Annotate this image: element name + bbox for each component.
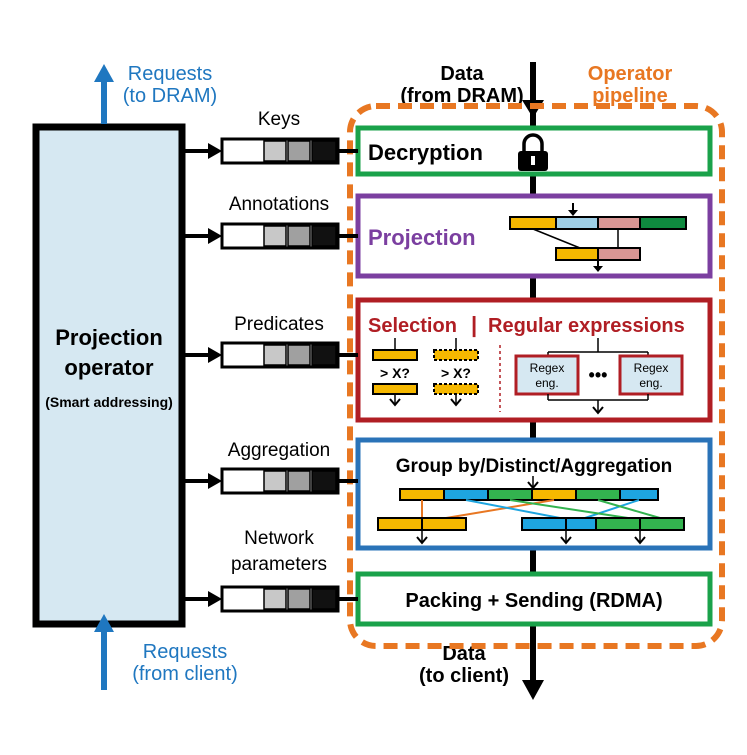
queues-group: KeysAnnotationsPredicatesAggregationNetw… (182, 109, 358, 613)
data-out-arrowhead (522, 680, 544, 700)
queue-label-3: Aggregation (228, 440, 330, 461)
requests-dram-arrowhead (94, 64, 114, 82)
requests-dram-label-2: (to DRAM) (123, 85, 217, 107)
queue-label-0: Keys (258, 109, 300, 130)
groupby-figure (377, 476, 685, 545)
operator-pipeline-frame (347, 103, 725, 649)
requests-client-label-1: Requests (143, 641, 228, 663)
packing-stage (355, 571, 713, 627)
data-in-label-2: (from DRAM) (400, 85, 523, 107)
regex-figure (514, 338, 684, 415)
queue-2: Predicates (182, 314, 358, 369)
regex-ellipsis: ••• (589, 365, 608, 385)
regex-engine-2-line1: Regex (634, 361, 669, 375)
regex-label: Regular expressions (488, 315, 685, 337)
projection-operator-box (32, 123, 186, 628)
data-in-label-1: Data (440, 63, 484, 85)
projection-figure (509, 203, 687, 272)
selection-label: Selection (368, 315, 457, 337)
projection-operator-subtitle: (Smart addressing) (45, 394, 173, 410)
regex-engine-1-line1: Regex (530, 361, 565, 375)
regex-engine-1-line2: eng. (535, 376, 558, 390)
queue-1: Annotations (182, 194, 358, 250)
selection-compare-2: > X? (441, 365, 471, 381)
requests-client-label-2: (from client) (132, 663, 238, 685)
queue-label-2: Predicates (234, 314, 324, 335)
queue-4: Network parameters (182, 528, 358, 613)
regex-engine-2-line2: eng. (639, 376, 662, 390)
requests-client-arrowhead (94, 614, 114, 632)
selection-figure (372, 338, 479, 407)
operator-pipeline-label-1: Operator (588, 63, 673, 85)
requests-dram-label-1: Requests (128, 63, 213, 85)
queue-label-1: Annotations (229, 194, 329, 215)
packing-label: Packing + Sending (RDMA) (405, 590, 662, 612)
lock-icon (518, 133, 548, 171)
selection-separator: | (471, 312, 477, 337)
queue-label-4-0: Network (244, 528, 314, 549)
queue-0: Keys (182, 109, 358, 165)
decryption-label: Decryption (368, 140, 483, 165)
queue-label-4-1: parameters (231, 554, 327, 575)
operator-pipeline-label-2: pipeline (592, 85, 668, 107)
projection-operator-title-2: operator (64, 355, 154, 380)
groupby-label: Group by/Distinct/Aggregation (396, 456, 673, 477)
data-out-label-2: (to client) (419, 665, 509, 687)
selection-compare-1: > X? (380, 365, 410, 381)
queue-3: Aggregation (182, 440, 358, 495)
projection-label: Projection (368, 225, 476, 250)
projection-operator-title-1: Projection (55, 325, 163, 350)
projection-stage (355, 193, 713, 279)
